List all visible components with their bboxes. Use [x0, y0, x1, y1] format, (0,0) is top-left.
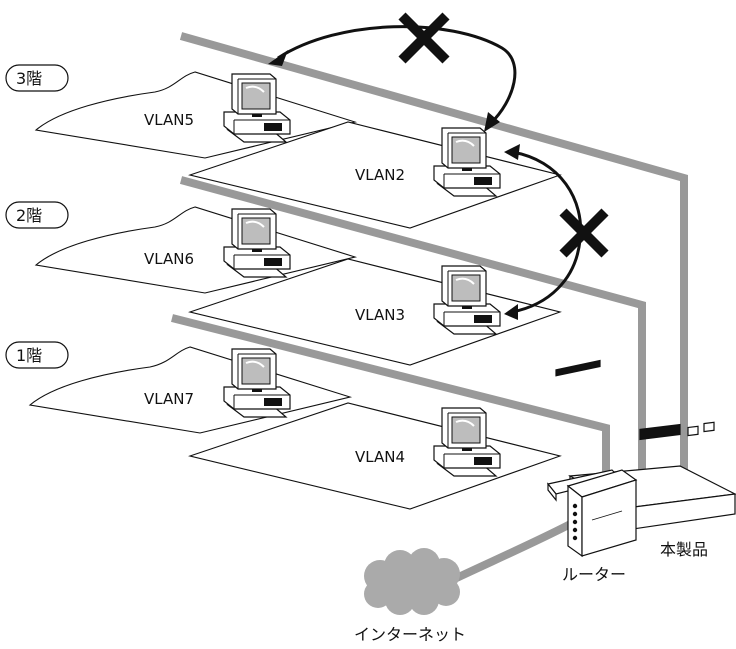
svg-text:3階: 3階	[16, 69, 42, 88]
svg-text:2階: 2階	[16, 206, 42, 225]
vlan-label: VLAN7	[144, 390, 194, 408]
router-label: ルーター	[562, 565, 626, 584]
floor-badge: 1階	[6, 342, 68, 368]
blocked-cross-icon	[402, 16, 446, 60]
vlan-label: VLAN6	[144, 250, 194, 268]
floor-badge: 3階	[6, 65, 68, 91]
vlan-label: VLAN5	[144, 111, 194, 129]
vlan-label: VLAN3	[355, 306, 405, 324]
vlan-label: VLAN4	[355, 448, 405, 466]
blocked-cross-icon	[563, 212, 605, 254]
vlan-label: VLAN2	[355, 166, 405, 184]
floor-badge: 2階	[6, 202, 68, 228]
cable-internet	[448, 520, 578, 582]
cloud-icon	[364, 548, 460, 615]
svg-text:1階: 1階	[16, 346, 42, 365]
internet-label: インターネット	[354, 625, 466, 644]
switch-label: 本製品	[660, 540, 708, 559]
